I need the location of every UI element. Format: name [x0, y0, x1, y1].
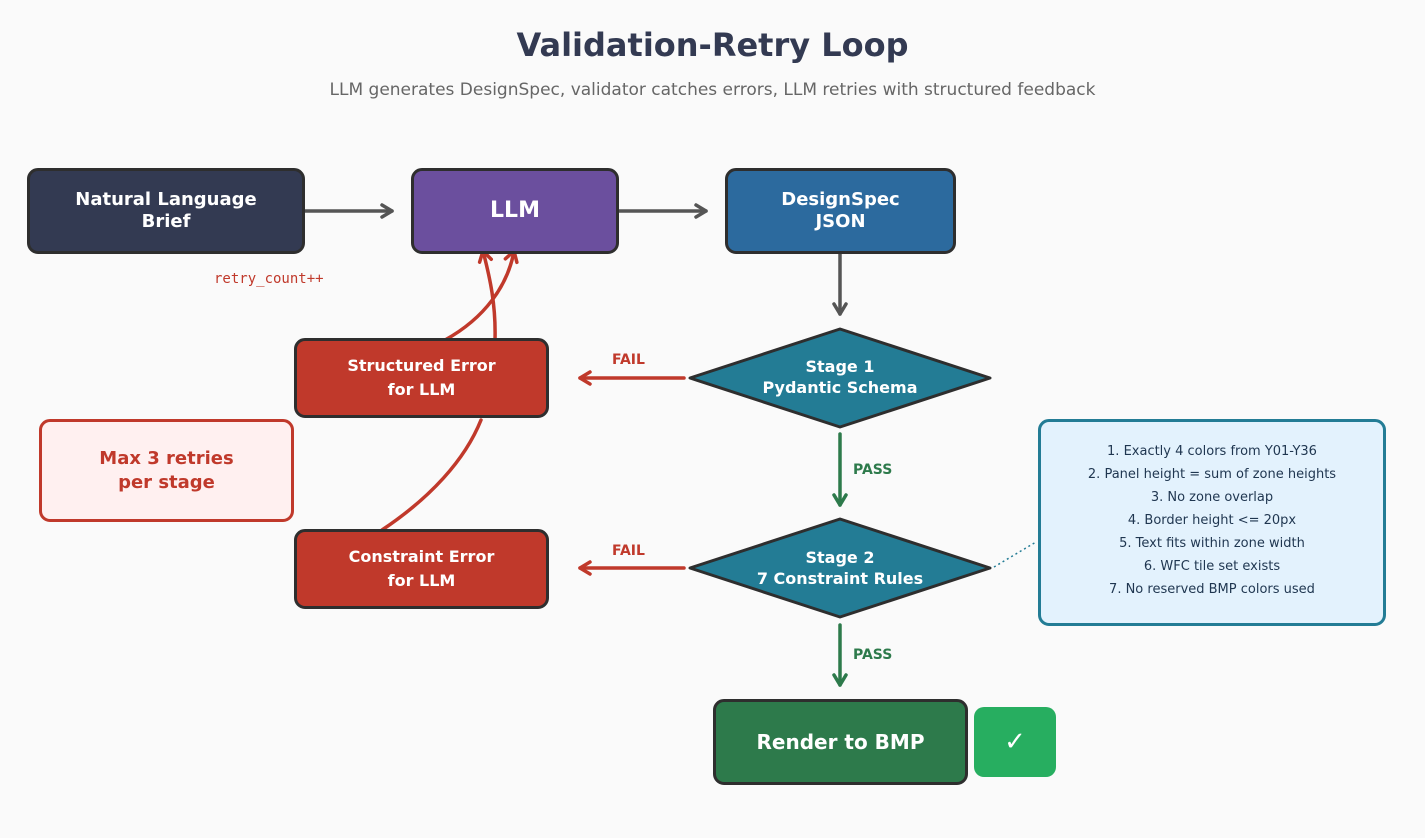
structured-error-retry-arrow — [443, 249, 516, 342]
fail-label-stage2: FAIL — [612, 543, 645, 559]
constraint-error-node: Constraint Error for LLM — [294, 529, 549, 609]
stage1-pass-arrow-head — [832, 493, 848, 507]
constraint-rule: 5. Text fits within zone width — [1119, 536, 1305, 551]
pass-label-stage1: PASS — [853, 462, 893, 478]
constraint-rule: 1. Exactly 4 colors from Y01-Y36 — [1107, 444, 1317, 459]
llm-to-designspec-arrow-head — [694, 203, 708, 219]
max-retries-note: Max 3 retries per stage — [39, 419, 294, 522]
checkmark-icon: ✓ — [974, 707, 1056, 777]
stage1-diamond — [688, 327, 992, 429]
rules-connector — [993, 541, 1037, 568]
llm-node: LLM — [411, 168, 619, 254]
natural-language-brief-node: Natural Language Brief — [27, 168, 305, 254]
pass-label-stage2: PASS — [853, 647, 893, 663]
constraint-error-retry-arrow — [380, 418, 483, 532]
constraint-rule: 3. No zone overlap — [1150, 490, 1274, 505]
stage2-pass-arrow-head — [832, 673, 848, 687]
structured-error-node: Structured Error for LLM — [294, 338, 549, 418]
page-title: Validation-Retry Loop — [516, 26, 909, 64]
structured-error-loop-arrow — [481, 249, 497, 342]
render-to-bmp-node: Render to BMP — [713, 699, 968, 785]
page-subtitle: LLM generates DesignSpec, validator catc… — [329, 80, 1096, 100]
stage2-diamond — [688, 517, 992, 619]
designspec-json-node: DesignSpec JSON — [725, 168, 956, 254]
fail-label-stage1: FAIL — [612, 352, 645, 368]
constraint-rule: 7. No reserved BMP colors used — [1109, 582, 1315, 597]
stage1-pydantic-schema-label: Stage 1 Pydantic Schema — [762, 357, 918, 397]
constraint-rule: 6. WFC tile set exists — [1143, 559, 1281, 574]
constraint-rule: 2. Panel height = sum of zone heights — [1087, 467, 1337, 482]
constraint-rules-box: 1. Exactly 4 colors from Y01-Y36 2. Pane… — [1038, 419, 1386, 626]
designspec-to-stage1-arrow-head — [832, 302, 848, 316]
brief-to-llm-arrow-head — [380, 203, 394, 219]
stage1-fail-arrow-head — [578, 370, 592, 386]
constraint-rule: 4. Border height <= 20px — [1127, 513, 1297, 528]
stage2-fail-arrow-head — [578, 560, 592, 576]
retry-counter-label: retry_count++ — [214, 271, 324, 287]
stage2-constraint-rules-label: Stage 2 7 Constraint Rules — [756, 548, 924, 588]
